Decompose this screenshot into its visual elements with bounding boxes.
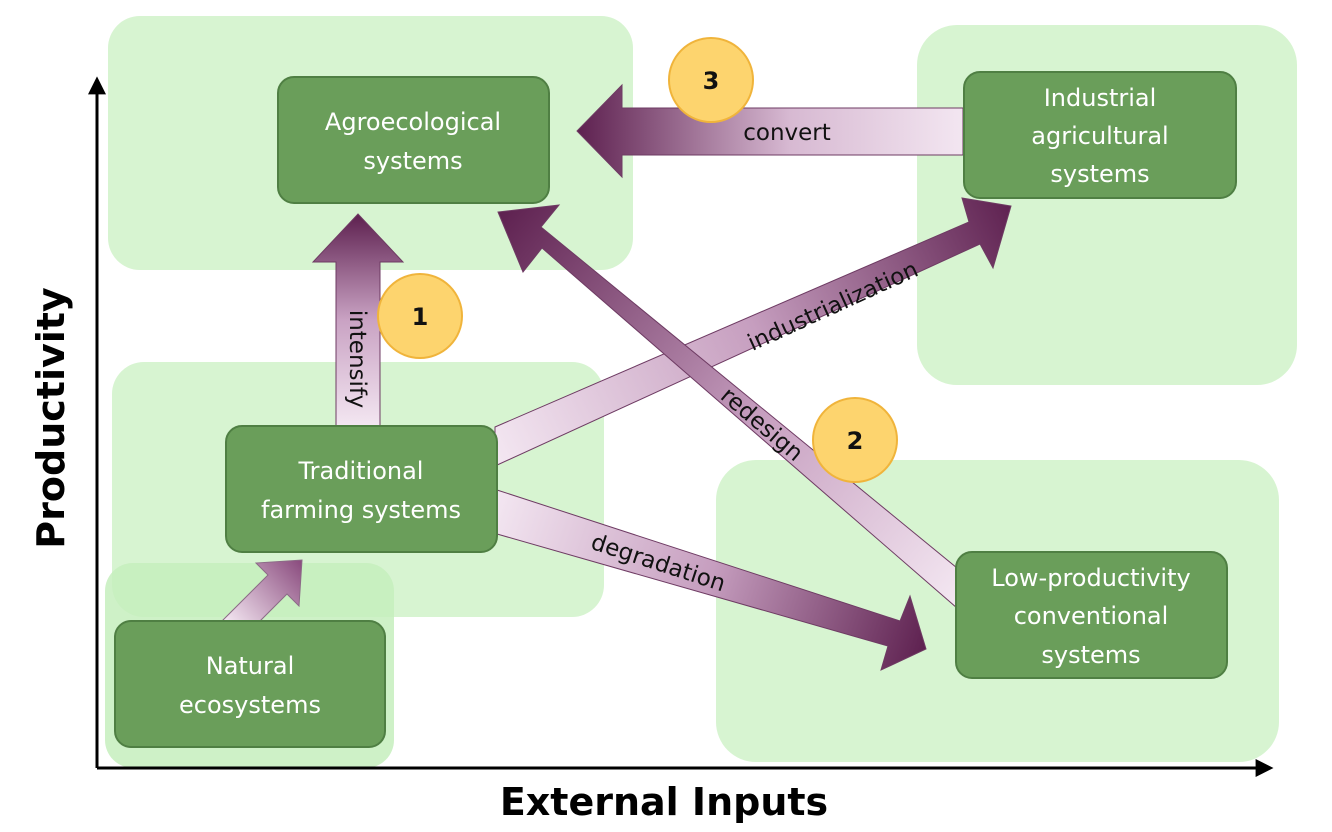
label-industrialization: industrialization (744, 257, 922, 357)
badge-1: 1 (377, 273, 463, 359)
node-low-productivity-line1: Low-productivity (991, 564, 1190, 592)
node-natural-line1: Natural (206, 652, 295, 680)
arrow-industrialization (494, 197, 1012, 467)
node-low-productivity-line2: conventional (1014, 602, 1169, 630)
label-intensify: intensify (344, 310, 370, 408)
numbered-badges: 1 2 3 (377, 37, 898, 483)
node-agroecological-line2: systems (363, 147, 462, 175)
arrow-degradation (496, 489, 927, 671)
arrow-redesign (497, 204, 958, 610)
node-agroecological-line1: Agroecological (325, 108, 501, 136)
node-traditional-line2: farming systems (261, 496, 461, 524)
node-low-productivity: Low-productivity conventional systems (955, 551, 1228, 679)
node-low-productivity-line3: systems (1041, 641, 1140, 669)
badge-3-label: 3 (703, 67, 720, 95)
badge-2: 2 (812, 397, 898, 483)
badge-2-label: 2 (847, 427, 864, 455)
x-axis-title: External Inputs (500, 780, 828, 824)
label-redesign: redesign (715, 383, 807, 467)
node-industrial-line2: agricultural (1031, 122, 1168, 150)
node-agroecological: Agroecological systems (277, 76, 550, 204)
transition-arrows (221, 83, 1012, 671)
label-convert: convert (743, 120, 831, 146)
axes: Productivity External Inputs (29, 76, 1274, 824)
node-traditional: Traditional farming systems (225, 425, 498, 553)
arrow-convert (576, 83, 964, 179)
badge-1-label: 1 (412, 303, 429, 331)
arrow-intensify (311, 213, 405, 428)
node-industrial-line1: Industrial (1044, 84, 1157, 112)
y-axis-title: Productivity (29, 287, 73, 549)
node-natural-line2: ecosystems (179, 691, 321, 719)
node-industrial: Industrial agricultural systems (963, 71, 1237, 199)
node-natural: Natural ecosystems (114, 620, 386, 748)
badge-3: 3 (668, 37, 754, 123)
system-nodes: Agroecological systems Industrial agricu… (114, 71, 1237, 748)
node-traditional-line1: Traditional (298, 457, 424, 485)
node-industrial-line3: systems (1050, 160, 1149, 188)
